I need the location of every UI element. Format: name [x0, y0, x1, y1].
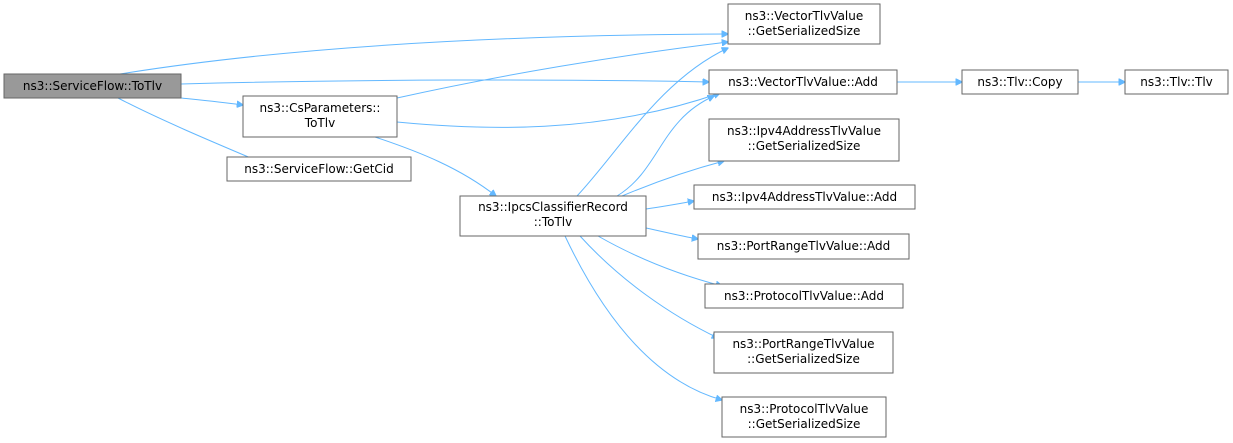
node-label: ns3::Tlv::Tlv — [1140, 75, 1213, 89]
node-label-line2: ToTlv — [304, 116, 335, 130]
edge-ipcs-to-ipv4addresstlvvalue-getserializedsize — [621, 161, 724, 197]
node-label-line2: ::GetSerializedSize — [748, 417, 861, 431]
node-vectortlvvalue-getserializedsize[interactable]: ns3::VectorTlvValue ::GetSerializedSize — [727, 3, 881, 45]
node-label: ns3::Ipv4AddressTlvValue::Add — [712, 190, 897, 204]
edge-csparameters-totlv-to-vectortlvvalue-getserializedsize — [396, 42, 728, 99]
node-label-line1: ns3::Ipv4AddressTlvValue — [727, 124, 881, 138]
node-portrangetlvvalue-add[interactable]: ns3::PortRangeTlvValue::Add — [697, 233, 910, 260]
node-serviceflow-getcid[interactable]: ns3::ServiceFlow::GetCid — [226, 156, 412, 182]
edge-ipcs-to-portrangetlvvalue-add — [645, 227, 698, 239]
node-label-line1: ns3::PortRangeTlvValue — [732, 337, 874, 351]
node-serviceflow-totlv[interactable]: ns3::ServiceFlow::ToTlv — [3, 73, 182, 99]
node-label-line1: ns3::VectorTlvValue — [745, 9, 864, 23]
node-vectortlvvalue-add[interactable]: ns3::VectorTlvValue::Add — [708, 69, 898, 95]
node-portrangetlvvalue-getserializedsize[interactable]: ns3::PortRangeTlvValue ::GetSerializedSi… — [713, 331, 894, 374]
edge-ipcs-to-portrangetlvvalue-getserializedsize — [579, 235, 718, 338]
node-protocoltlvvalue-add[interactable]: ns3::ProtocolTlvValue::Add — [704, 283, 904, 309]
node-protocoltlvvalue-getserializedsize[interactable]: ns3::ProtocolTlvValue ::GetSerializedSiz… — [721, 396, 887, 438]
node-label: ns3::PortRangeTlvValue::Add — [717, 239, 890, 253]
node-tlv-tlv[interactable]: ns3::Tlv::Tlv — [1124, 69, 1229, 95]
edge-ipcs-to-protocoltlvvalue-getserializedsize — [564, 235, 722, 400]
node-label-line2: ::GetSerializedSize — [748, 24, 861, 38]
edge-serviceflow-totlv-to-csparameters-totlv — [180, 97, 243, 105]
edge-serviceflow-totlv-to-vectortlvvalue-getserializedsize — [119, 34, 728, 75]
node-ipcsclassifierrecord-totlv[interactable]: ns3::IpcsClassifierRecord ::ToTlv — [459, 195, 647, 237]
node-label-line2: ::ToTlv — [534, 215, 572, 229]
edge-ipcs-to-protocoltlvvalue-add — [597, 235, 722, 286]
node-label-line2: ::GetSerializedSize — [748, 139, 861, 153]
node-label-line1: ns3::CsParameters:: — [260, 101, 381, 115]
edges — [117, 34, 1125, 400]
node-label-line2: ::GetSerializedSize — [747, 352, 860, 366]
edge-csparameters-totlv-to-vectortlvvalue-add — [396, 93, 720, 128]
node-label: ns3::Tlv::Copy — [977, 75, 1062, 89]
node-csparameters-totlv[interactable]: ns3::CsParameters:: ToTlv — [242, 95, 398, 138]
node-label: ns3::ServiceFlow::GetCid — [244, 162, 393, 176]
node-label: ns3::ServiceFlow::ToTlv — [23, 79, 162, 93]
node-label: ns3::ProtocolTlvValue::Add — [724, 289, 884, 303]
edge-serviceflow-totlv-to-vectortlvvalue-add — [180, 80, 709, 84]
edge-csparameters-totlv-to-ipcsclassifierrecord-totlv — [374, 136, 496, 196]
edge-ipcs-to-vectortlvvalue-getserializedsize — [576, 48, 728, 197]
node-label-line1: ns3::ProtocolTlvValue — [740, 402, 869, 416]
node-ipv4addresstlvvalue-add[interactable]: ns3::Ipv4AddressTlvValue::Add — [693, 184, 916, 210]
node-label: ns3::VectorTlvValue::Add — [728, 75, 878, 89]
node-tlv-copy[interactable]: ns3::Tlv::Copy — [961, 69, 1079, 95]
edge-ipcs-to-ipv4addresstlvvalue-add — [645, 201, 694, 210]
node-label-line1: ns3::IpcsClassifierRecord — [478, 200, 628, 214]
node-ipv4addresstlvvalue-getserializedsize[interactable]: ns3::Ipv4AddressTlvValue ::GetSerialized… — [708, 118, 900, 162]
edge-ipcs-to-vectortlvvalue-add — [616, 96, 714, 197]
